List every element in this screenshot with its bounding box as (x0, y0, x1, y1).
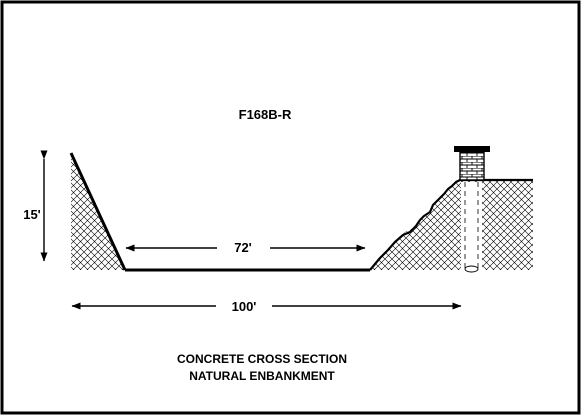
well-casing (461, 182, 482, 270)
caption-line-2: NATURAL ENBANKMENT (189, 369, 335, 383)
well-base (464, 265, 479, 273)
top-width-dimension-label: 100' (232, 299, 257, 314)
bottom-width-dimension-label: 72' (234, 240, 252, 255)
brick-column (459, 151, 485, 181)
right-natural-slope-line (369, 178, 533, 271)
diagram-title: F168B-R (239, 107, 292, 122)
left-slope-line (69, 152, 127, 271)
height-dimension-label: 15' (23, 207, 41, 222)
brick-column-cap (454, 146, 490, 152)
right-embankment (370, 180, 533, 270)
caption-line-1: CONCRETE CROSS SECTION (177, 352, 347, 366)
